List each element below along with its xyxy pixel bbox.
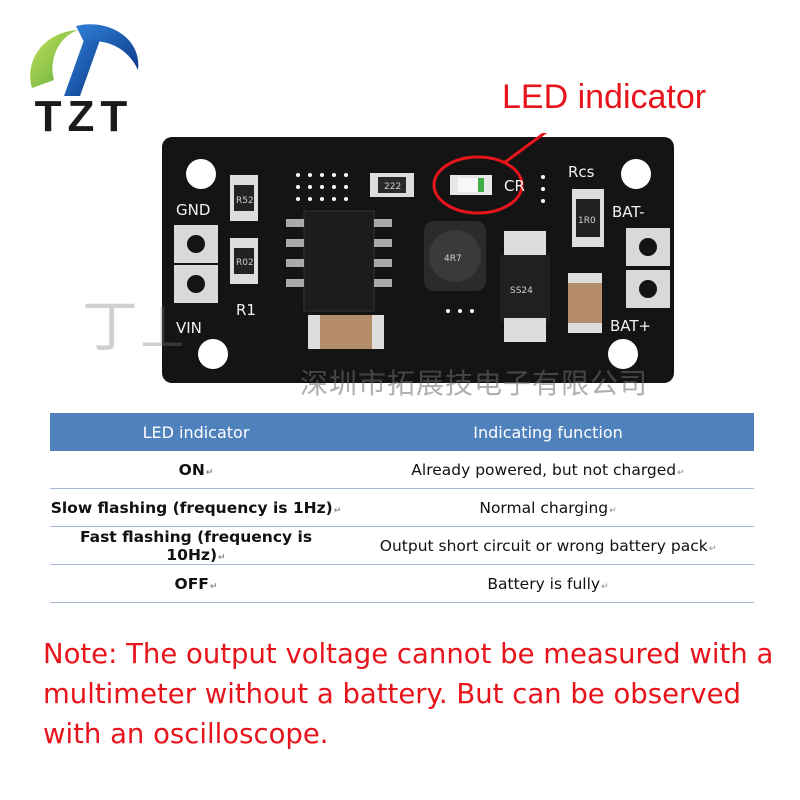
function-cell: Normal charging↵: [342, 488, 754, 527]
svg-text:4R7: 4R7: [444, 254, 462, 264]
svg-text:BAT-: BAT-: [612, 203, 645, 221]
led-state-text: OFF: [174, 574, 209, 593]
svg-text:R02: R02: [236, 258, 254, 268]
led-indicator-table: LED indicator Indicating function ON↵ Al…: [50, 413, 754, 603]
led-state-text: Slow flashing (frequency is 1Hz): [50, 498, 333, 517]
paragraph-mark: ↵: [708, 543, 717, 554]
function-text: Already powered, but not charged: [411, 460, 677, 479]
led-state-text: ON: [178, 460, 205, 479]
table-header-row: LED indicator Indicating function: [50, 413, 754, 451]
paragraph-mark: ↵: [205, 467, 214, 478]
pcb-board-photo: GND VIN R1 BAT- BAT+ Rcs CR R52 R02 222 …: [162, 133, 674, 383]
paragraph-mark: ↵: [218, 552, 226, 563]
paragraph-mark: ↵: [601, 581, 609, 592]
note-text: Note: The output voltage cannot be measu…: [43, 638, 774, 750]
svg-text:CR: CR: [504, 177, 525, 195]
function-text: Output short circuit or wrong battery pa…: [379, 536, 708, 555]
svg-text:222: 222: [384, 182, 401, 192]
watermark-text: 深圳市拓展技电子有限公司: [300, 367, 649, 400]
table-row: OFF↵ Battery is fully↵: [50, 564, 754, 603]
watermark-mark: 丁⊥: [82, 295, 187, 360]
paragraph-mark: ↵: [333, 505, 342, 516]
paragraph-mark: ↵: [609, 505, 617, 516]
table-row: Fast flashing (frequency is 10Hz)↵ Outpu…: [50, 526, 754, 565]
svg-text:Rcs: Rcs: [568, 163, 595, 181]
function-cell: Battery is fully↵: [342, 564, 754, 603]
led-indicator-callout: LED indicator: [502, 78, 707, 116]
logo-text: TZT: [34, 92, 134, 141]
header-indicating-function: Indicating function: [342, 413, 754, 451]
table-row: Slow flashing (frequency is 1Hz)↵ Normal…: [50, 488, 754, 527]
led-state-cell: ON↵: [50, 451, 342, 489]
paragraph-mark: ↵: [209, 581, 218, 592]
svg-text:BAT+: BAT+: [610, 317, 651, 335]
led-state-cell: Slow flashing (frequency is 1Hz)↵: [50, 488, 342, 527]
tzt-logo: [30, 24, 139, 96]
svg-text:VIN: VIN: [176, 319, 202, 337]
led-state-cell: OFF↵: [50, 564, 342, 603]
svg-text:SS24: SS24: [510, 286, 533, 296]
svg-text:R52: R52: [236, 196, 254, 206]
svg-text:R1: R1: [236, 301, 256, 319]
paragraph-mark: ↵: [677, 467, 685, 478]
header-led-indicator: LED indicator: [50, 413, 342, 451]
function-cell: Output short circuit or wrong battery pa…: [342, 526, 754, 565]
table-row: ON↵ Already powered, but not charged↵: [50, 451, 754, 489]
function-text: Normal charging: [479, 498, 609, 517]
function-cell: Already powered, but not charged↵: [342, 451, 754, 489]
function-text: Battery is fully: [487, 574, 601, 593]
led-state-cell: Fast flashing (frequency is 10Hz)↵: [50, 526, 342, 565]
svg-text:1R0: 1R0: [578, 216, 596, 226]
svg-text:GND: GND: [176, 201, 210, 219]
led-state-text: Fast flashing (frequency is 10Hz): [79, 527, 313, 564]
